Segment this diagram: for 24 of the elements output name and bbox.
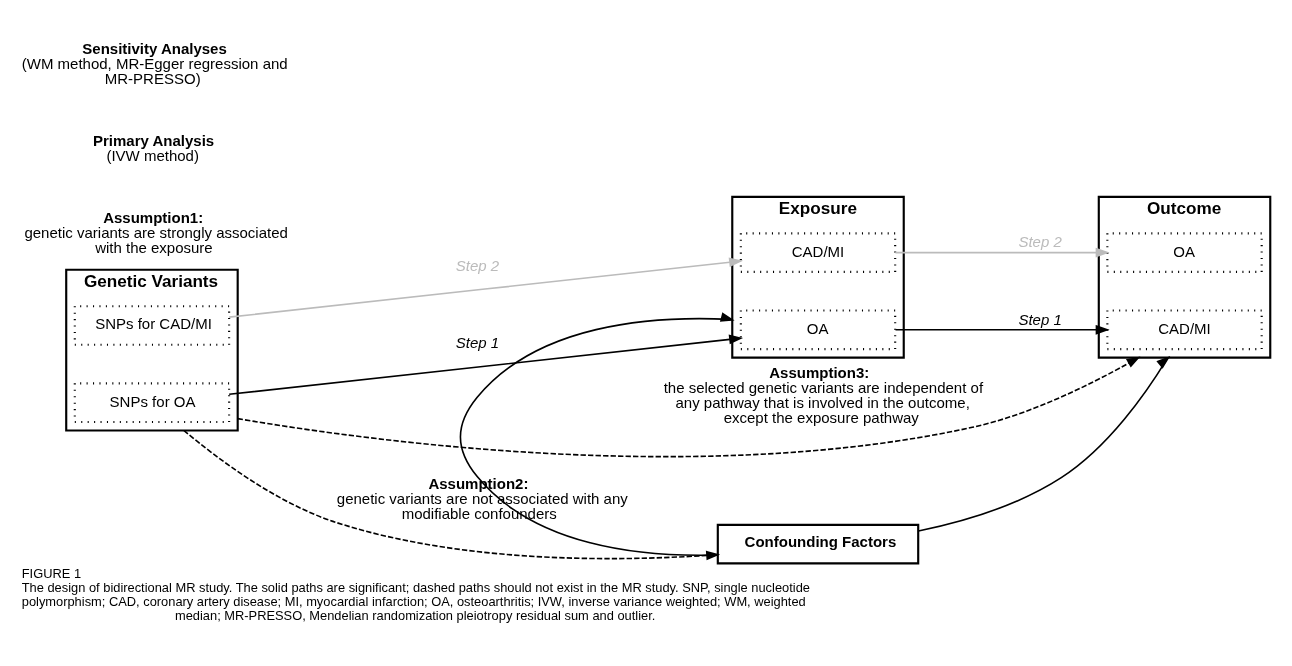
edge-label: Step 1 <box>455 334 500 352</box>
edge-label: Step 1 <box>1018 310 1062 328</box>
diagram-title: FIGURE 1 <box>21 565 82 581</box>
edge-label: Assumption3:the selected genetic variants are independent of any pathway that is involved in the outcome, except the exposure pathway <box>663 364 984 427</box>
caption: The design of bidirectional MR study. The solid paths are significant; dashed paths should not exist in the MR study. SNP, single nucleotide polymorphism; CAD, coronary artery disease; MI, myocardial infarction; OA, osteoarthritis; IVW, inverse variance weighted; WM, weighted median; MR-PRESSO, Mendelian randomization pleiotropy residual sum and outlier. <box>21 579 810 623</box>
node-box: CAD/MI <box>739 232 897 273</box>
node-box: SNPs for OA <box>73 382 231 423</box>
arrow <box>228 334 744 396</box>
label: Sensitivity Analyses (WM method, MR-Egger regression and MR-PRESSO) <box>21 39 288 87</box>
arrow <box>894 324 1110 335</box>
arrow <box>917 356 1171 532</box>
edge-label: Step 2 <box>455 257 500 275</box>
label: Primary Analysis (IVW method) <box>93 131 215 164</box>
node-box: OA <box>739 309 897 351</box>
arrow <box>228 257 744 318</box>
arrow <box>236 356 1141 458</box>
edge-label: Step 2 <box>1018 233 1062 251</box>
node-box: CAD/MI <box>1106 309 1263 351</box>
arrow <box>459 312 735 557</box>
label: Assumption1:genetic variants are strongly associated with the exposure <box>24 208 288 256</box>
node-box: Confounding Factors <box>716 523 920 565</box>
arrow <box>894 247 1110 258</box>
node-box: SNPs for CAD/MI <box>73 305 231 346</box>
node-box: OA <box>1106 232 1263 273</box>
